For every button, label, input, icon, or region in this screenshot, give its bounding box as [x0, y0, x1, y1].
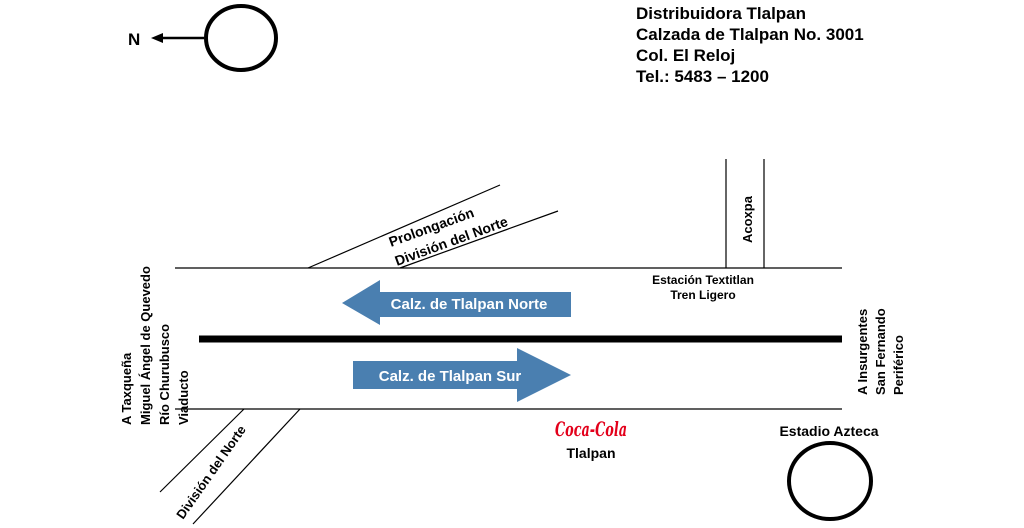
compass-circle-icon	[204, 4, 278, 72]
east-label-san-fernando: San Fernando	[873, 308, 888, 395]
north-arrowhead-icon	[151, 33, 163, 43]
stadium-circle-icon	[787, 441, 873, 521]
prolongacion-road-edge-1	[307, 184, 501, 269]
west-label-churubusco: Río Churubusco	[157, 324, 172, 425]
tlalpan-norte-arrow	[342, 280, 571, 325]
west-label-quevedo: Miguel Ángel de Quevedo	[138, 266, 153, 425]
colony: Col. El Reloj	[636, 46, 736, 65]
stadium-label: Estadio Azteca	[779, 423, 878, 439]
coca-cola-logo: Coca-Cola	[555, 417, 627, 441]
acoxpa-label: Acoxpa	[740, 195, 755, 243]
prolongacion-road-edge-2	[399, 210, 559, 269]
tlalpan-location-label: Tlalpan	[566, 445, 615, 461]
division-road-edge-2	[192, 408, 301, 525]
station-label-line1: Estación Textitlan	[652, 273, 754, 287]
east-label-insurgentes: A Insurgentes	[855, 309, 870, 395]
tlalpan-sur-label: Calz. de Tlalpan Sur	[379, 368, 522, 385]
west-label-viaducto: Viaducto	[176, 370, 191, 425]
address-block: Distribuidora Tlalpan Calzada de Tlalpan…	[636, 3, 864, 87]
division-road-edge-1	[159, 408, 245, 493]
west-label-taxquena: A Taxqueña	[119, 352, 134, 425]
east-label-periferico: Periférico	[891, 335, 906, 395]
tlalpan-sur-arrow	[353, 348, 571, 402]
company-name: Distribuidora Tlalpan	[636, 4, 807, 23]
compass: N	[128, 4, 278, 72]
phone-number: Tel.: 5483 – 1200	[636, 67, 769, 86]
street-address: Calzada de Tlalpan No. 3001	[636, 25, 864, 44]
division-norte-label: División del Norte	[173, 423, 249, 522]
station-label-line2: Tren Ligero	[670, 288, 735, 302]
north-label: N	[128, 30, 140, 49]
tlalpan-norte-label: Calz. de Tlalpan Norte	[391, 296, 548, 313]
